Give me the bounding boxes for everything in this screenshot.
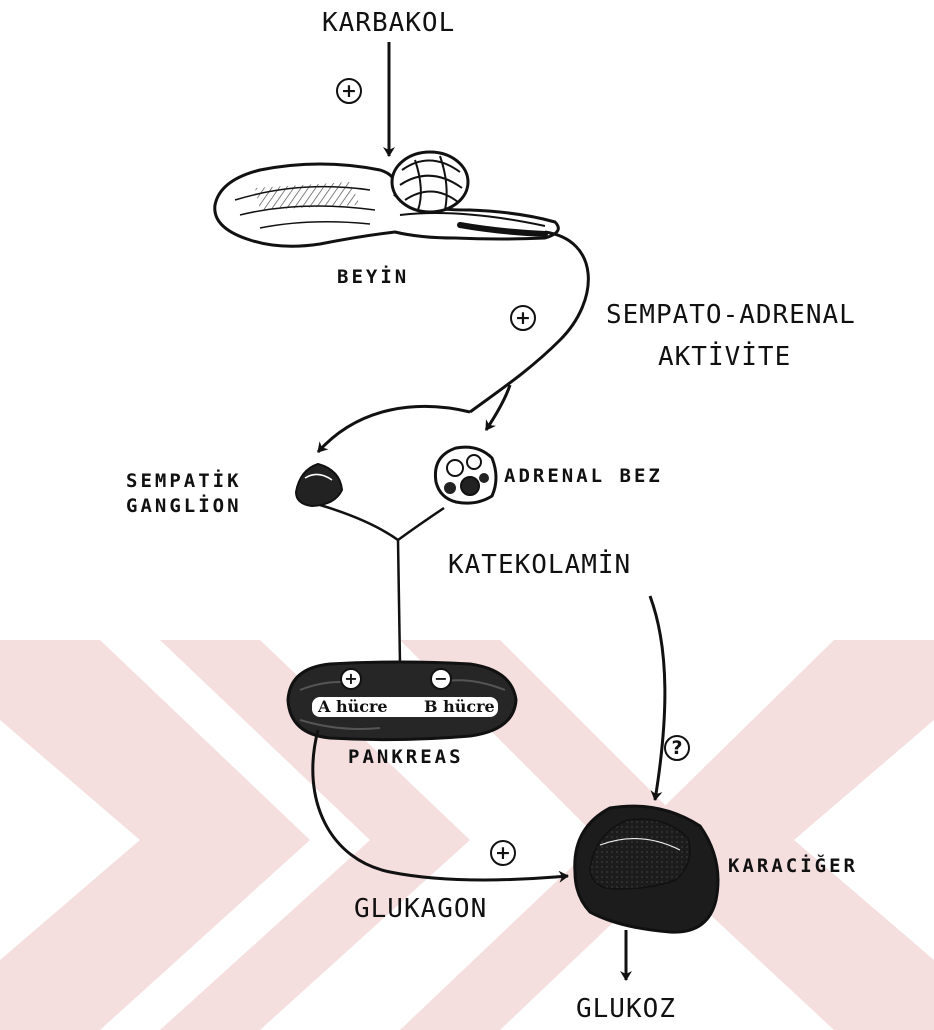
arrow-to-ganglion — [318, 406, 470, 452]
brain-icon — [215, 152, 559, 246]
katekolamin-arrow — [650, 596, 665, 800]
a-cell-label: A hücre — [318, 699, 388, 715]
plus-sign-sempato: + — [510, 305, 536, 331]
sempatik-label-line1: SEMPATİK — [126, 472, 242, 491]
b-cell-label: B hücre — [424, 699, 495, 715]
ganglion-icon — [296, 464, 342, 506]
nerve-from-adrenal — [398, 508, 444, 540]
beyin-label: BEYİN — [337, 268, 409, 287]
sempato-adrenal-label-line1: SEMPATO-ADRENAL — [606, 302, 856, 328]
plus-sign-karbakol: + — [336, 78, 362, 104]
glukagon-label: GLUKAGON — [354, 896, 487, 922]
pankreas-label: PANKREAS — [348, 748, 464, 767]
sempato-adrenal-label-line2: AKTİVİTE — [658, 344, 791, 370]
adrenal-bez-label: ADRENAL BEZ — [504, 467, 663, 486]
liver-icon — [575, 806, 718, 932]
plus-sign-glukagon: + — [490, 840, 516, 866]
sempatik-label-line2: GANGLİON — [126, 497, 242, 516]
nerve-from-ganglion — [320, 505, 398, 540]
question-sign-katekolamin: ? — [664, 735, 690, 761]
glukoz-label: GLUKOZ — [576, 996, 676, 1022]
karaciger-label: KARACİĞER — [728, 857, 858, 876]
plus-sign-a-cell: + — [340, 668, 362, 690]
minus-sign-b-cell: − — [430, 668, 452, 690]
adrenal-gland-icon — [435, 447, 496, 503]
katekolamin-label: KATEKOLAMİN — [448, 552, 631, 578]
nerve-trunk — [398, 540, 400, 664]
karbakol-label: KARBAKOL — [322, 10, 455, 36]
